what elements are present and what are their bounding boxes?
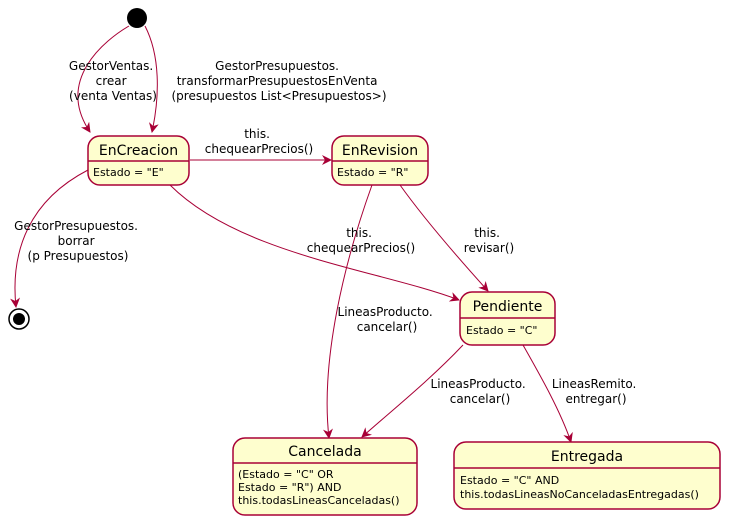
state-title: Cancelada	[288, 444, 361, 460]
label-pendiente-to-cancelada: LineasProducto. cancelar()	[431, 377, 530, 406]
edge-pendiente-to-cancelada	[361, 344, 464, 438]
edge-start-to-encreacion-b	[144, 25, 159, 133]
state-title: EnCreacion	[99, 143, 178, 159]
edge-enrevision-to-pendiente	[399, 184, 489, 292]
label-encreacion-to-end: GestorPresupuestos. borrar (p Presupuest…	[14, 219, 142, 263]
edge-encreacion-to-end	[10, 169, 89, 308]
edge-enrevision-to-cancelada	[323, 184, 373, 439]
state-body: Estado = "E"	[93, 166, 164, 179]
label-enrevision-to-pendiente: this. revisar()	[464, 226, 514, 255]
label-start-to-encreacion-b: GestorPresupuestos. transformarPresupues…	[171, 59, 386, 103]
state-body: (Estado = "C" OR Estado = "R") AND this.…	[238, 468, 400, 507]
final-state	[8, 308, 30, 330]
label-enrevision-to-cancelada: LineasProducto. cancelar()	[338, 305, 437, 334]
state-entregada: Entregada Estado = "C" AND this.todasLin…	[453, 441, 721, 510]
state-body: Estado = "C"	[466, 324, 537, 337]
state-title: Entregada	[551, 449, 623, 465]
state-cancelada: Cancelada (Estado = "C" OR Estado = "R")…	[232, 437, 418, 516]
edge-pendiente-to-entregada	[522, 344, 573, 443]
state-encreacion: EnCreacion Estado = "E"	[87, 135, 190, 186]
edge-start-to-encreacion-a	[77, 25, 130, 133]
label-encreacion-to-enrevision: this. chequearPrecios()	[205, 127, 313, 156]
state-pendiente: Pendiente Estado = "C"	[459, 291, 556, 346]
initial-state	[127, 8, 147, 28]
state-body: Estado = "R"	[337, 166, 408, 179]
label-pendiente-to-entregada: LineasRemito. entregar()	[552, 377, 640, 406]
state-body: Estado = "C" AND this.todasLineasNoCance…	[460, 474, 699, 501]
state-title: Pendiente	[473, 299, 543, 315]
label-start-to-encreacion-a: GestorVentas. crear (venta Ventas)	[69, 59, 157, 103]
state-title: EnRevision	[342, 143, 418, 159]
state-enrevision: EnRevision Estado = "R"	[331, 135, 429, 186]
label-encreacion-to-pendiente: this. chequearPrecios()	[307, 226, 415, 255]
edge-encreacion-to-pendiente	[169, 184, 460, 302]
